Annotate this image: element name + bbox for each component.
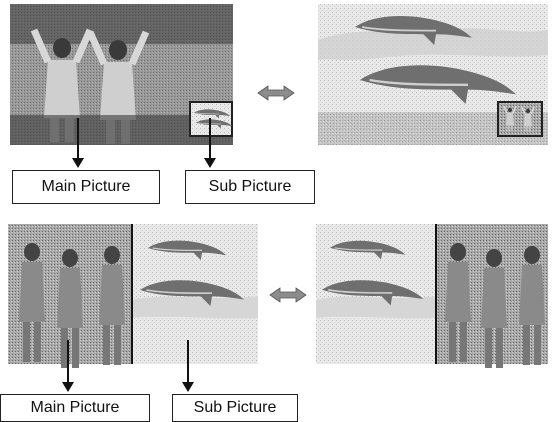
bottom-sub-picture-label: Sub Picture: [172, 394, 298, 422]
down-arrow-icon: [72, 118, 84, 168]
down-arrow-icon: [204, 118, 216, 168]
top-sub-picture-inset: [189, 101, 233, 137]
bottom-main-picture-label: Main Picture: [0, 394, 150, 422]
down-arrow-icon: [182, 340, 194, 392]
bottom-swapped-right-picture: [436, 224, 548, 368]
bottom-swapped-left-picture: [316, 224, 436, 364]
down-arrow-icon: [62, 340, 74, 392]
top-main-picture-label: Main Picture: [12, 170, 160, 204]
swap-arrow-icon: [269, 287, 307, 303]
bottom-split-sub-picture: [132, 224, 258, 364]
bottom-split-main-picture: [8, 224, 132, 368]
swap-arrow-icon: [257, 85, 295, 101]
top-swapped-sub-picture-inset: [497, 101, 543, 137]
top-sub-picture-label: Sub Picture: [185, 170, 315, 204]
